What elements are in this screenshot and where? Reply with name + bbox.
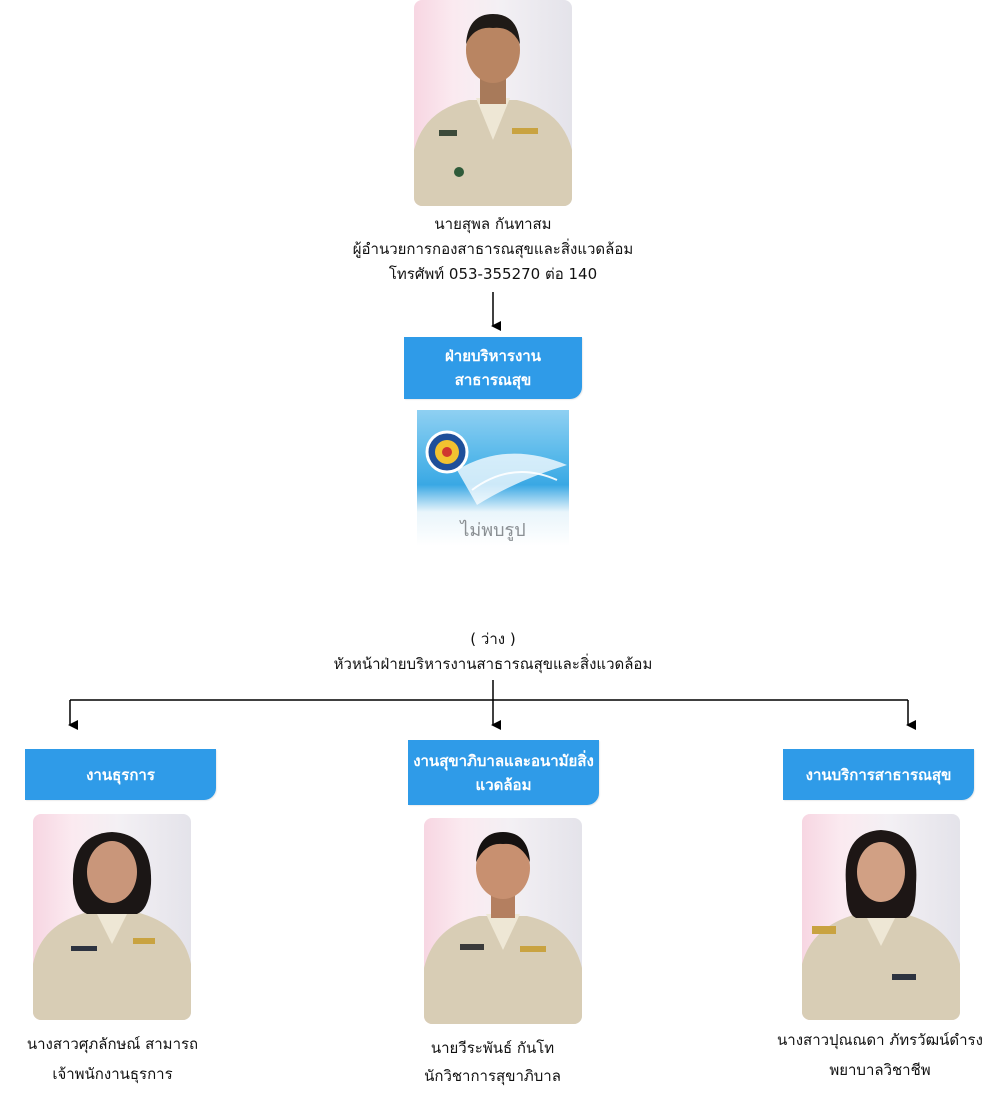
- unit-3-staff-position: พยาบาลวิชาชีพ: [829, 1061, 931, 1079]
- unit-1-staff-photo: [33, 814, 191, 1020]
- unit-3-staff-photo: [802, 814, 960, 1020]
- unit-2-staff-photo: [424, 818, 582, 1024]
- division-head-info: ( ว่าง ) หัวหน้าฝ่ายบริหารงานสาธารณสุขแล…: [293, 627, 693, 677]
- director-name: นายสุพล กันทาสม: [434, 215, 552, 233]
- unit-2-title-line2: แวดล้อม: [475, 775, 532, 794]
- unit-2-staff-position: นักวิชาการสุขาภิบาล: [424, 1067, 561, 1085]
- no-image-caption: ไม่พบรูป: [460, 520, 526, 540]
- division-title-line1: ฝ่ายบริหารงาน: [445, 347, 541, 365]
- unit-1-staff-position: เจ้าพนักงานธุรการ: [52, 1065, 173, 1083]
- unit-2-staff-name: นายวีระพันธ์ กันโท: [430, 1039, 555, 1057]
- director-phone: โทรศัพท์ 053-355270 ต่อ 140: [388, 265, 598, 283]
- no-image-placeholder: ไม่พบรูป: [417, 410, 569, 546]
- division-header: ฝ่ายบริหารงาน สาธารณสุข: [404, 337, 582, 399]
- unit-3-staff-name: นางสาวปุณณดา ภัทรวัฒน์ดำรง: [777, 1031, 983, 1049]
- director-position: ผู้อำนวยการกองสาธารณสุขและสิ่งแวดล้อม: [352, 240, 634, 258]
- unit-2-title-line1: งานสุขาภิบาลและอนามัยสิ่ง: [413, 751, 594, 770]
- director-info: นายสุพล กันทาสม ผู้อำนวยการกองสาธารณสุขแ…: [293, 212, 693, 287]
- division-head-name: ( ว่าง ): [470, 630, 516, 648]
- unit-3-staff-info: นางสาวปุณณดา ภัทรวัฒน์ดำรง พยาบาลวิชาชีพ: [760, 1026, 1000, 1086]
- unit-header-public-health-service: งานบริการสาธารณสุข: [783, 749, 974, 800]
- unit-1-staff-name: นางสาวศุภลักษณ์ สามารถ: [26, 1035, 199, 1053]
- unit-header-sanitation: งานสุขาภิบาลและอนามัยสิ่ง แวดล้อม: [408, 740, 599, 805]
- unit-1-title: งานธุรการ: [86, 765, 155, 784]
- unit-header-general-admin: งานธุรการ: [25, 749, 216, 800]
- unit-2-staff-info: นายวีระพันธ์ กันโท นักวิชาการสุขาภิบาล: [380, 1034, 605, 1090]
- director-photo: [414, 0, 572, 206]
- unit-1-staff-info: นางสาวศุภลักษณ์ สามารถ เจ้าพนักงานธุรการ: [0, 1030, 225, 1090]
- division-head-position: หัวหน้าฝ่ายบริหารงานสาธารณสุขและสิ่งแวดล…: [333, 655, 653, 673]
- division-title-line2: สาธารณสุข: [454, 371, 532, 389]
- unit-3-title: งานบริการสาธารณสุข: [805, 765, 952, 784]
